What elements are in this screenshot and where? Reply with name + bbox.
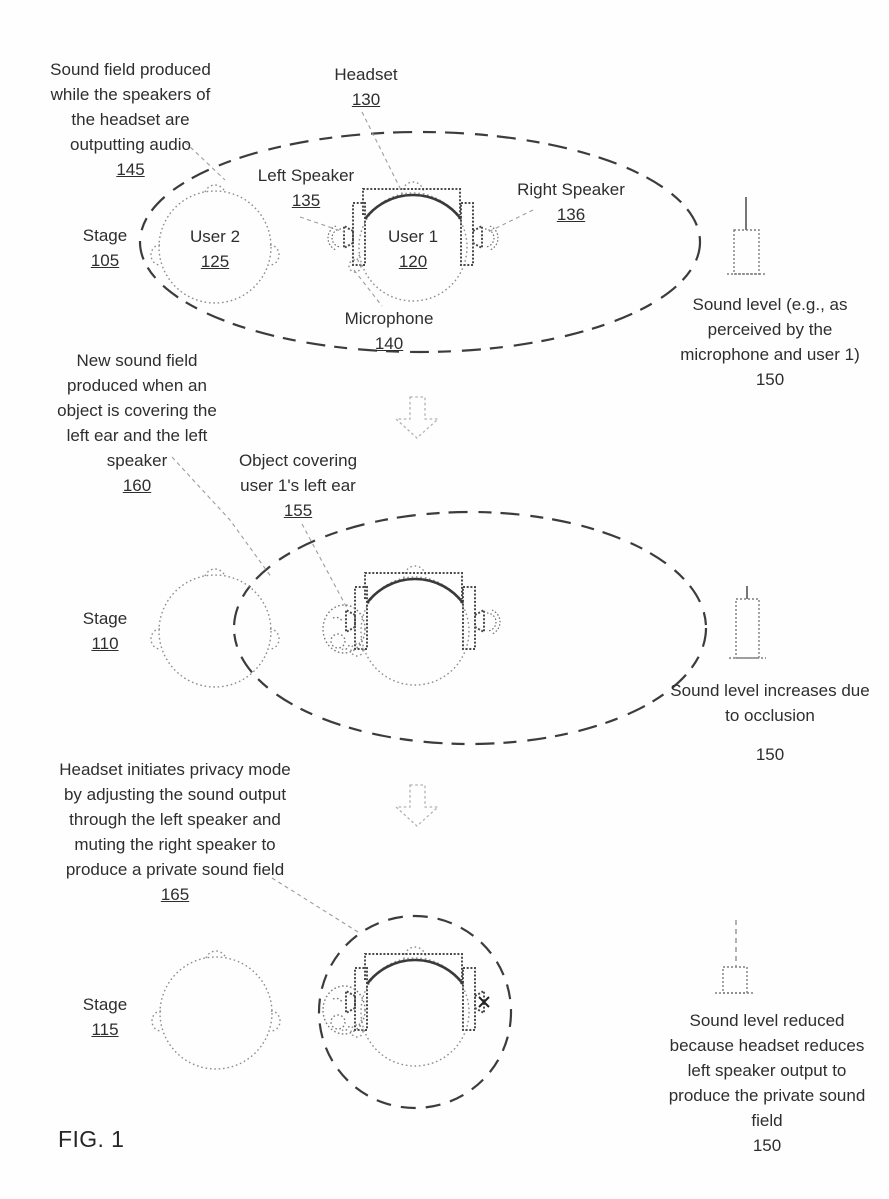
ref-150-c: 150 [752,1136,782,1155]
new-sound-field-note-160: New sound field produced when an object … [46,348,228,498]
sound-level-meter-105 [727,197,765,275]
object-covering-note-155: Object covering user 1's left ear 155 [233,448,363,523]
privacy-mode-note-text: Headset initiates privacy mode by adjust… [59,760,291,879]
ref-140: 140 [374,334,404,353]
sound-level-meter-115 [715,920,754,994]
stage-105-label: Stage 105 [72,223,138,273]
headset-label: Headset 130 [320,62,412,112]
ref-120: 120 [398,252,428,271]
right-speaker-waves-icon [484,225,499,251]
ref-130: 130 [351,90,381,109]
object-blob-icon [322,985,366,1035]
ref-155: 155 [283,501,313,520]
sound-field-ellipse-105 [138,130,702,354]
user1-headset-110 [322,564,501,687]
user1-label-text: User 1 [387,227,439,246]
ref-125: 125 [200,252,230,271]
sound-level-note-1: Sound level (e.g., as perceived by the m… [668,292,872,392]
ref-115: 115 [91,1020,119,1039]
ref-110: 110 [91,634,119,653]
sound-field-note-text: Sound field produced while the speakers … [50,60,211,154]
ref-136: 136 [556,205,586,224]
privacy-mode-note-165: Headset initiates privacy mode by adjust… [56,757,294,907]
stage-110-text: Stage [82,609,128,628]
new-sound-field-note-text: New sound field produced when an object … [57,351,217,470]
sound-level-note-2: Sound level increases due to occlusion 1… [668,678,872,767]
sound-level-note-1-text: Sound level (e.g., as perceived by the m… [680,295,860,364]
user2-label: User 2 125 [175,224,255,274]
object-covering-note-text: Object covering user 1's left ear [238,451,358,495]
ref-150-a: 150 [755,370,785,389]
microphone-label: Microphone 140 [330,306,448,356]
ref-150-b: 150 [755,745,785,764]
microphone-label-text: Microphone [344,309,434,328]
ref-105: 105 [90,251,120,270]
user2-label-text: User 2 [189,227,241,246]
left-speaker-waves-icon [327,225,342,251]
object-blob-icon [322,604,366,654]
mute-x-icon [478,996,490,1008]
ref-145: 145 [116,160,145,179]
sound-level-note-3-text: Sound level reduced because headset redu… [668,1011,866,1130]
ref-135: 135 [291,191,321,210]
headset-label-text: Headset [334,65,398,84]
user2-head-115 [151,950,281,1070]
sound-level-note-3: Sound level reduced because headset redu… [663,1008,871,1158]
left-speaker-label-text: Left Speaker [257,166,355,185]
ref-165: 165 [160,885,190,904]
private-sound-field-circle-115 [317,914,513,1110]
sound-level-note-2-text: Sound level increases due to occlusion [670,681,870,725]
stage-105-text: Stage [82,226,128,245]
right-speaker-label-text: Right Speaker [517,180,625,199]
sound-level-meter-110 [729,586,766,659]
sound-field-note-145: Sound field produced while the speakers … [38,57,223,182]
down-arrow-icon-2 [394,784,440,827]
stage-110-label: Stage 110 [72,606,138,656]
leader-lines [171,111,534,933]
stage-115-label: Stage 115 [72,992,138,1042]
user1-headset-115 [322,945,490,1068]
down-arrow-icon-1 [394,396,440,439]
user1-label: User 1 120 [373,224,453,274]
left-speaker-label: Left Speaker 135 [246,163,366,213]
sound-field-ellipse-110 [232,510,708,746]
ref-160: 160 [122,476,152,495]
right-speaker-waves-icon [486,609,501,635]
figure-caption: FIG. 1 [58,1126,125,1152]
stage-115-text: Stage [82,995,128,1014]
user2-head-110 [150,568,280,688]
right-speaker-label: Right Speaker 136 [502,177,640,227]
